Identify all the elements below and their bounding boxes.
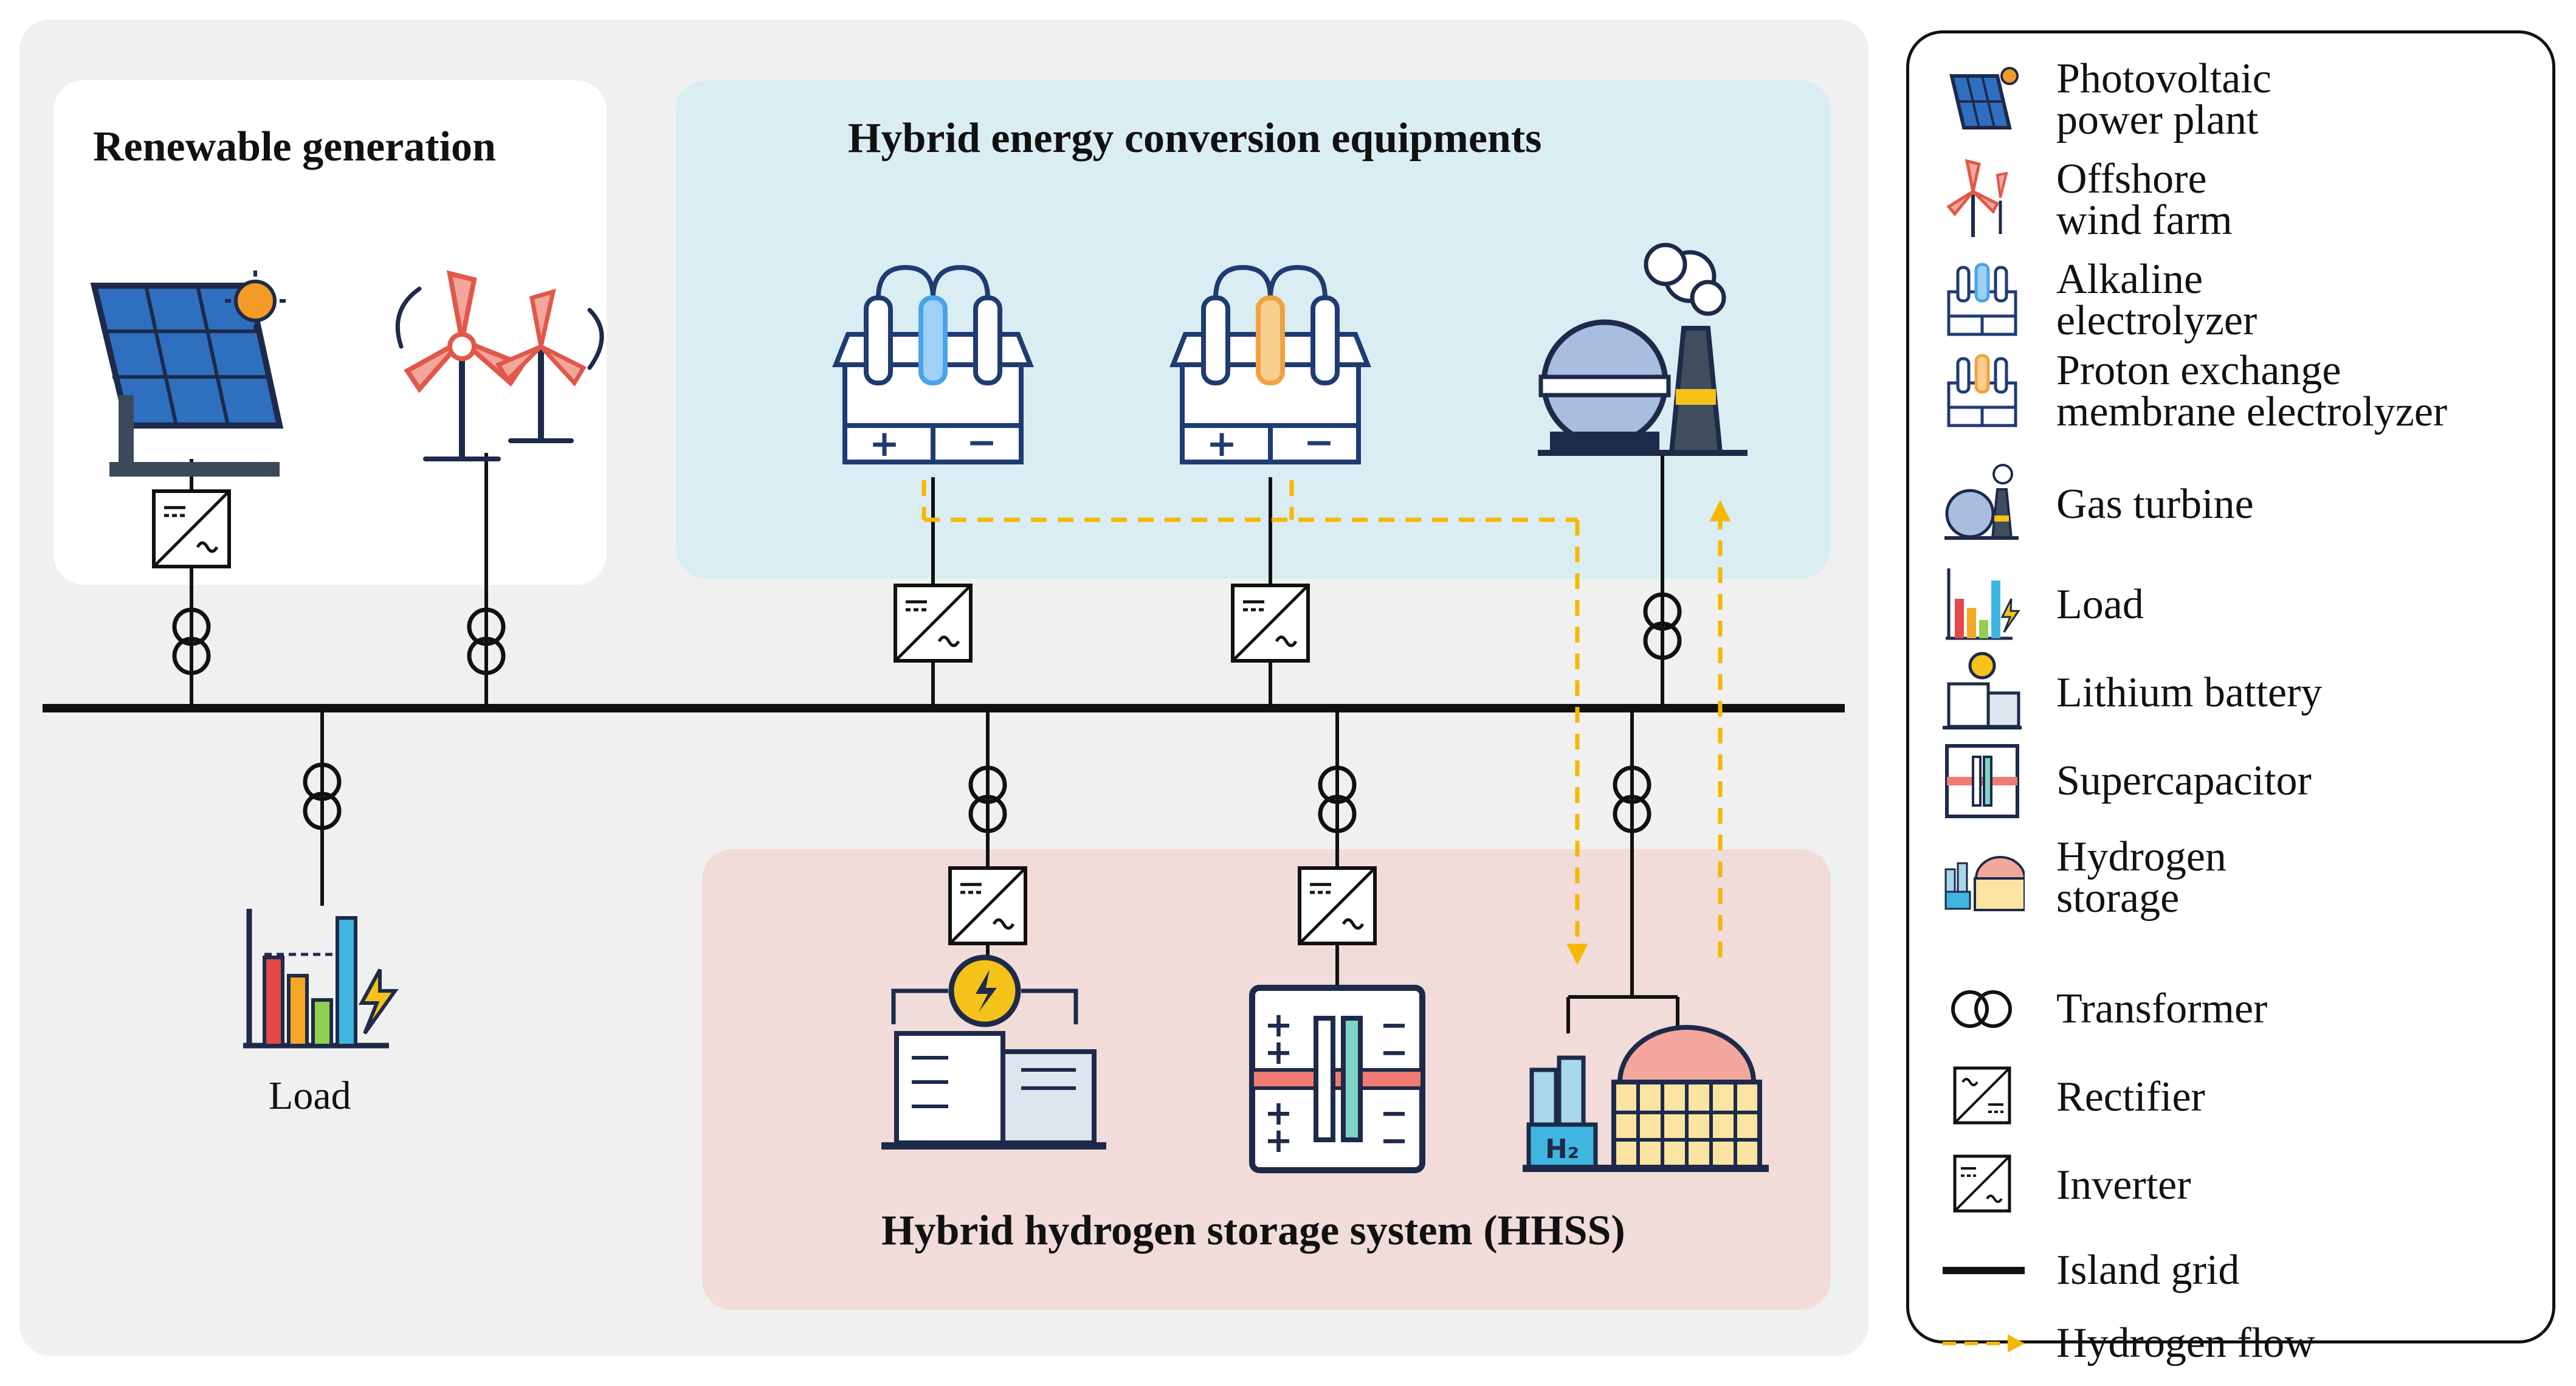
- legend-item-transformer: Transformer: [1909, 967, 2552, 1052]
- hydrogen-flow-icon: [1943, 1334, 2025, 1353]
- svg-text:H₂: H₂: [1545, 1134, 1579, 1165]
- load-label: Load: [269, 1074, 351, 1118]
- legend-label: Hydrogen: [2056, 833, 2226, 880]
- rectifier-alkaline: [895, 585, 971, 661]
- legend-label: Transformer: [2056, 985, 2268, 1032]
- wind-turbine-icon: [395, 270, 604, 461]
- svg-text:−: −: [1380, 1121, 1408, 1160]
- title-renewable-generation: Renewable generation: [93, 123, 496, 170]
- solar-panel-icon: [90, 271, 286, 477]
- legend-label: Gas turbine: [2056, 481, 2254, 528]
- legend-item-gas-turbine: Gas turbine: [1909, 462, 2552, 547]
- svg-text:−: −: [1380, 1033, 1408, 1072]
- converter-battery: [950, 868, 1025, 943]
- wind-turbine-icon: [1946, 159, 2008, 237]
- hydrogen-storage-icon: H₂: [1523, 1025, 1769, 1172]
- hydrogen-flow-lines: [921, 480, 1731, 965]
- legend-label: Offshore: [2056, 156, 2207, 202]
- load-icon: [243, 909, 399, 1049]
- supercapacitor-icon: ++ ++ −− −−: [1249, 985, 1425, 1173]
- title-hhss: Hybrid hydrogen storage system (HHSS): [881, 1207, 1625, 1254]
- legend-item-island-grid: Island grid: [1909, 1228, 2552, 1313]
- pem-electrolyzer-icon: [1173, 267, 1368, 465]
- legend-label: Rectifier: [2056, 1074, 2205, 1120]
- alkaline-electrolyzer-icon: [836, 267, 1030, 465]
- legend-item-supercapacitor: Supercapacitor: [1909, 739, 2552, 824]
- lithium-battery-icon: [881, 954, 1106, 1150]
- svg-text:−: −: [1380, 1094, 1408, 1133]
- legend-label: Hydrogen flow: [2056, 1320, 2315, 1367]
- legend-label: Proton exchange: [2056, 347, 2341, 394]
- legend-label: Inverter: [2056, 1162, 2191, 1208]
- transformer-icon: [1951, 990, 2012, 1028]
- legend-label: electrolyzer: [2056, 297, 2257, 344]
- alkaline-electrolyzer-icon: [1947, 263, 2017, 336]
- legend-label: Lithium battery: [2056, 669, 2323, 716]
- svg-text:+: +: [1264, 1033, 1293, 1072]
- inverter-pv: [154, 491, 229, 567]
- legend-label: membrane electrolyzer: [2056, 388, 2448, 435]
- legend-item-load: Load: [1909, 562, 2552, 647]
- solar-panel-icon: [1949, 67, 2019, 129]
- supercapacitor-icon: [1945, 744, 2019, 818]
- legend-label: Alkaline: [2056, 256, 2203, 303]
- legend-label: power plant: [2056, 97, 2259, 143]
- island-grid-icon: [1943, 1267, 2025, 1274]
- inverter-icon: [1953, 1154, 2011, 1213]
- legend-item-lithium-battery: Lithium battery: [1909, 650, 2552, 736]
- legend-label: Island grid: [2056, 1247, 2240, 1294]
- hydrogen-storage-icon: [1944, 856, 2025, 911]
- legend-label: Photovoltaic: [2056, 55, 2271, 102]
- title-conversion-equipments: Hybrid energy conversion equipments: [848, 115, 1542, 162]
- pem-electrolyzer-icon: [1947, 354, 2017, 427]
- converter-supercap: [1300, 868, 1375, 943]
- legend-label: Supercapacitor: [2056, 757, 2312, 804]
- rectifier-pem: [1233, 585, 1308, 661]
- legend-label: storage: [2056, 875, 2180, 922]
- legend-label: Load: [2056, 581, 2144, 628]
- legend-item-rectifier: Rectifier: [1909, 1055, 2552, 1140]
- load-icon: [1946, 568, 2020, 640]
- legend-label: wind farm: [2056, 197, 2233, 244]
- rectifier-icon: [1953, 1066, 2011, 1125]
- lithium-battery-icon: [1943, 652, 2022, 729]
- svg-text:+: +: [1264, 1121, 1293, 1160]
- svg-text:+: +: [1264, 1094, 1293, 1133]
- legend-item-hydrogen-flow: Hydrogen flow: [1909, 1301, 2552, 1386]
- legend-item-inverter: Inverter: [1909, 1143, 2552, 1228]
- gas-turbine-icon: [1538, 243, 1748, 456]
- gas-turbine-icon: [1944, 464, 2019, 540]
- svg-text:+: +: [1264, 1005, 1293, 1045]
- svg-text:−: −: [1380, 1005, 1408, 1045]
